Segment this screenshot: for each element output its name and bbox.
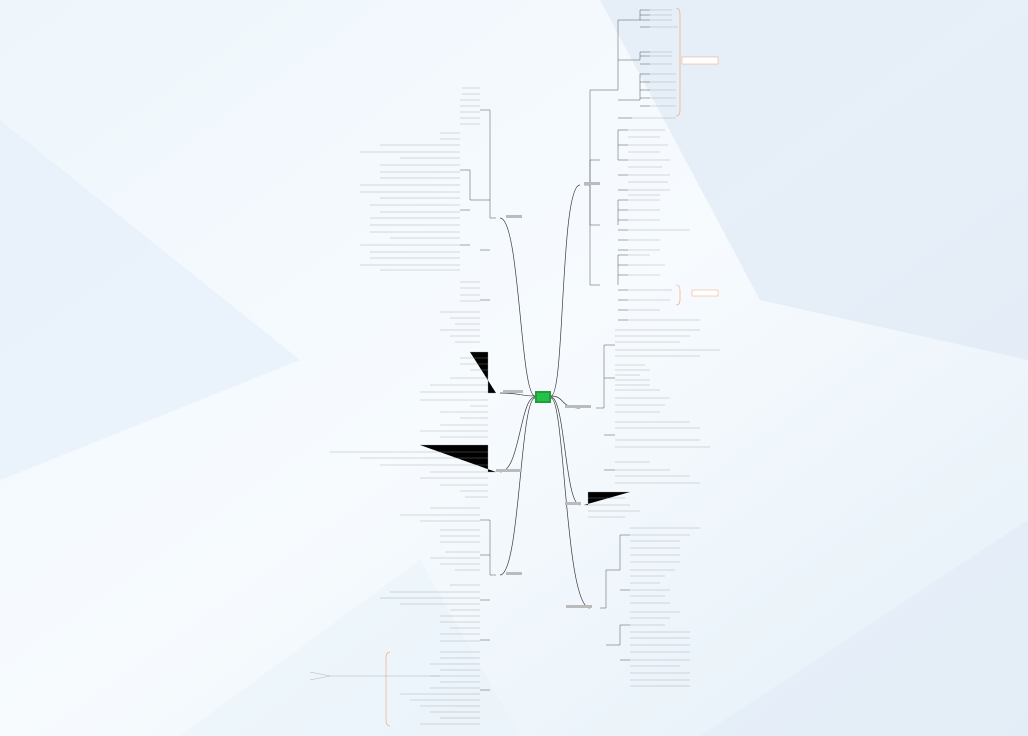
- right-subtree-2-leaves: [615, 329, 720, 484]
- right-subtree-4: [600, 534, 630, 661]
- left-subtree-1-leaves: [360, 87, 480, 343]
- callout-bracket-2: [675, 284, 681, 306]
- root-node-label: [536, 394, 550, 400]
- root-node[interactable]: [535, 391, 551, 403]
- right-subtree-4-leaves: [630, 527, 700, 687]
- left-subtree-4-leaves: [309, 507, 480, 725]
- callout-note-2: [691, 289, 719, 297]
- left-subtree-4: [480, 519, 496, 691]
- branch-tag-boxes: [496, 182, 600, 608]
- left-subtree-1: [460, 109, 496, 301]
- right-subtree-2: [596, 344, 615, 471]
- left-subtree-3-leaves: [330, 444, 496, 498]
- left-subtree-2-leaves: [420, 351, 496, 438]
- right-subtree-3-leaves: [584, 491, 640, 518]
- callout-bracket-1: [675, 7, 681, 117]
- callout-bracket-3: [385, 651, 391, 727]
- right-subtree-1-leaves: [628, 9, 700, 321]
- callout-note-1: [681, 56, 719, 65]
- right-subtree-1: [584, 9, 650, 321]
